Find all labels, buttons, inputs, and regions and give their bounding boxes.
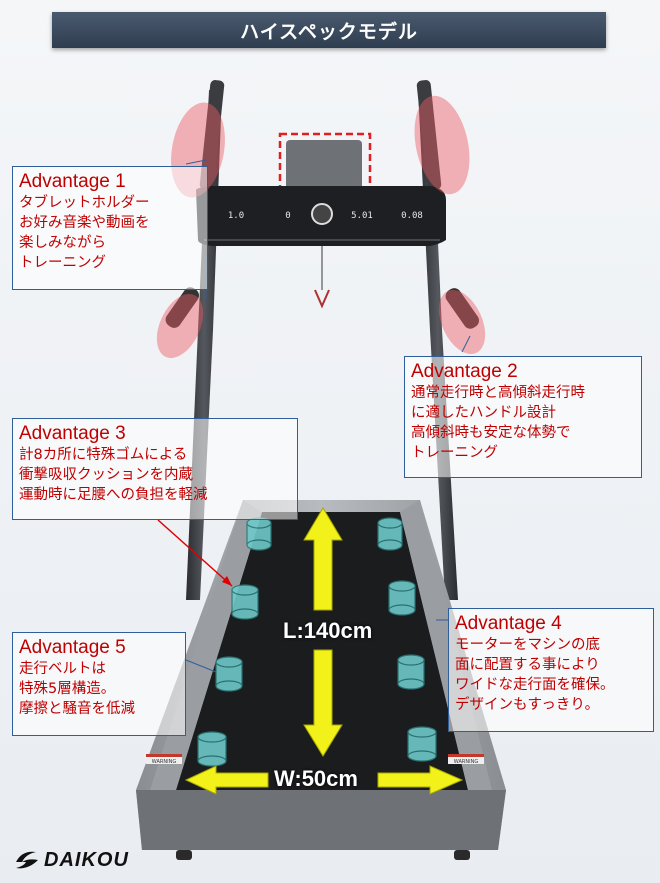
cushion-3 (231, 584, 259, 620)
advantage-4-line-4: デザインもすっきり。 (455, 697, 600, 713)
console-readout-3: 5.01 (351, 211, 373, 221)
cushion-1 (246, 517, 272, 551)
tablet-holder-highlight (278, 132, 372, 196)
advantage-5-line-3: 摩擦と騒音を低減 (19, 701, 135, 717)
console-dial (311, 203, 333, 225)
right-handle-highlight (414, 95, 470, 195)
advantage-1-line-3: 楽しみながら (19, 235, 106, 251)
left-grip-handle (165, 287, 199, 328)
advantage-3-line-3: 運動時に足腰への負担を軽減 (19, 487, 208, 503)
left-top-handle (199, 80, 225, 190)
advantage-5-line-2: 特殊5層構造。 (19, 681, 116, 697)
cushion-4 (388, 580, 416, 616)
advantage-3-line-1: 計8カ所に特殊ゴムによる (19, 447, 188, 463)
left-grip-highlight (156, 294, 204, 358)
right-grip-highlight (438, 290, 486, 354)
advantage-3-title: Advantage 3 (19, 423, 126, 444)
advantage-1-title: Advantage 1 (19, 171, 126, 192)
advantage-4-line-1: モーターをマシンの底 (455, 637, 600, 653)
advantage-2-line-4: トレーニング (411, 445, 498, 461)
warning-label-left: WARNING (152, 759, 177, 765)
warning-label-right: WARNING (454, 759, 479, 765)
width-arrow (184, 765, 464, 795)
advantage-4-line-3: ワイドな走行面を確保。 (455, 677, 615, 693)
cushion-cylinders (197, 517, 437, 767)
advantage-2-line-1: 通常走行時と高傾斜走行時 (411, 385, 585, 401)
advantage-3-pointer-arrow (157, 519, 233, 587)
advantage-4-box: Advantage 4 モーターをマシンの底 面に配置する事により ワイドな走行… (448, 608, 654, 732)
advantage-1-line-4: トレーニング (19, 255, 106, 271)
advantage-5-line-1: 走行ベルトは (19, 661, 106, 677)
brand-swirl-icon (16, 851, 38, 869)
page-title: ハイスペックモデル (240, 20, 418, 43)
tablet-holder (286, 140, 362, 192)
advantage-2-line-3: 高傾斜時も安定な体勢で (411, 425, 571, 441)
brand-logo: DAIKOU (14, 846, 144, 874)
advantage-2-box: Advantage 2 通常走行時と高傾斜走行時 に適したハンドル設計 高傾斜時… (404, 356, 642, 478)
length-arrow (303, 507, 343, 757)
advantage-1-line-1: タブレットホルダー (19, 195, 150, 211)
console-readout-2: 0 (285, 211, 290, 221)
advantage-2-line-2: に適したハンドル設計 (411, 405, 556, 421)
advantage-4-line-2: 面に配置する事により (455, 657, 600, 673)
advantage-2-title: Advantage 2 (411, 361, 518, 382)
advantage-4-title: Advantage 4 (455, 613, 562, 634)
cushion-8 (407, 726, 437, 762)
right-top-handle (416, 80, 442, 190)
advantage-1-box: Advantage 1 タブレットホルダー お好み音楽や動画を 楽しみながら ト… (12, 166, 208, 290)
advantage-3-box: Advantage 3 計8カ所に特殊ゴムによる 衝撃吸収クッションを内蔵 運動… (12, 418, 298, 520)
brand-name: DAIKOU (44, 848, 129, 871)
advantage-3-line-2: 衝撃吸収クッションを内蔵 (19, 467, 193, 483)
length-label: L:140cm (283, 618, 373, 643)
advantage-1-line-2: お好み音楽や動画を (19, 215, 150, 231)
console-readout-1: 1.0 (228, 211, 244, 221)
width-label: W:50cm (274, 766, 358, 791)
right-grip-handle (445, 288, 479, 329)
advantage-5-box: Advantage 5 走行ベルトは 特殊5層構造。 摩擦と騒音を低減 (12, 632, 186, 736)
cushion-5 (215, 656, 243, 692)
cushion-7 (197, 731, 227, 767)
cushion-6 (397, 654, 425, 690)
cushion-2 (377, 517, 403, 551)
console-readout-4: 0.08 (401, 211, 423, 221)
page-title-banner: ハイスペックモデル (52, 12, 606, 48)
advantage-5-title: Advantage 5 (19, 637, 126, 658)
